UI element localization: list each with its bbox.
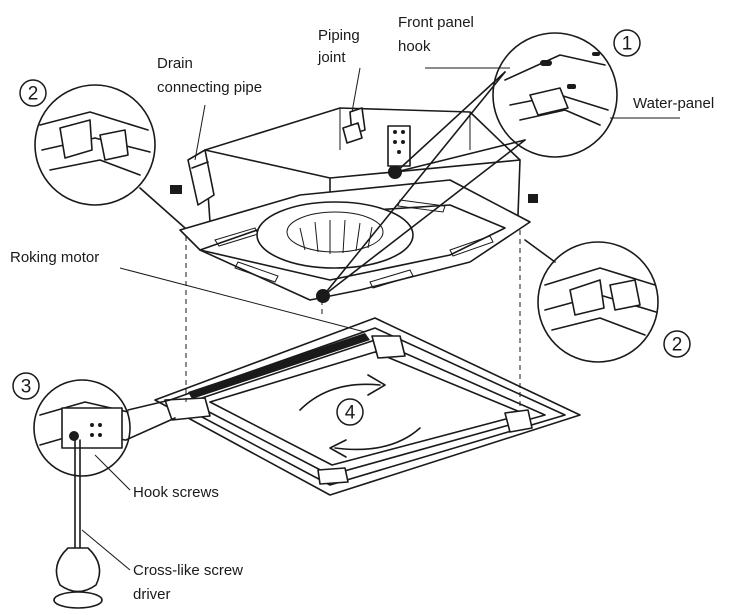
- leader-lines: [81, 67, 680, 571]
- roking-motor-label: Roking motor: [10, 249, 99, 266]
- drain-pipe-label-2: connecting pipe: [157, 79, 262, 96]
- front-panel-hook-label: Front panel: [398, 14, 474, 31]
- detail-circle-left: [34, 84, 186, 229]
- indoor-unit: [170, 107, 538, 303]
- svg-text:2: 2: [672, 335, 683, 356]
- svg-text:2: 2: [28, 84, 39, 105]
- screwdriver-icon: [53, 439, 103, 609]
- detail-circle-hook-screws: [33, 379, 176, 477]
- callout-3: 3: [12, 372, 40, 400]
- detail-circle-front-hook: [322, 32, 618, 297]
- screwdriver-label: Cross-like screw: [133, 562, 243, 579]
- water-panel-label: Water-panel: [633, 95, 714, 112]
- front-panel-hook-label-2: hook: [398, 38, 431, 55]
- alignment-lines: [185, 230, 521, 408]
- piping-joint-label-2: joint: [317, 49, 346, 66]
- callout-1: 1: [613, 29, 641, 57]
- svg-text:4: 4: [345, 403, 356, 424]
- hook-screws-label: Hook screws: [133, 484, 219, 501]
- screwdriver-label-2: driver: [133, 586, 171, 603]
- callout-2-left: 2: [19, 79, 47, 107]
- piping-joint-label: Piping: [318, 27, 360, 44]
- drain-pipe-label: Drain: [157, 55, 193, 72]
- labels: Drain connecting pipe Piping joint Front…: [10, 14, 714, 603]
- svg-text:1: 1: [622, 34, 633, 55]
- svg-text:3: 3: [21, 377, 32, 398]
- front-panel: [154, 317, 581, 496]
- callout-4: 4: [336, 398, 364, 426]
- callout-2-right: 2: [663, 330, 691, 358]
- detail-circle-right: [524, 239, 659, 363]
